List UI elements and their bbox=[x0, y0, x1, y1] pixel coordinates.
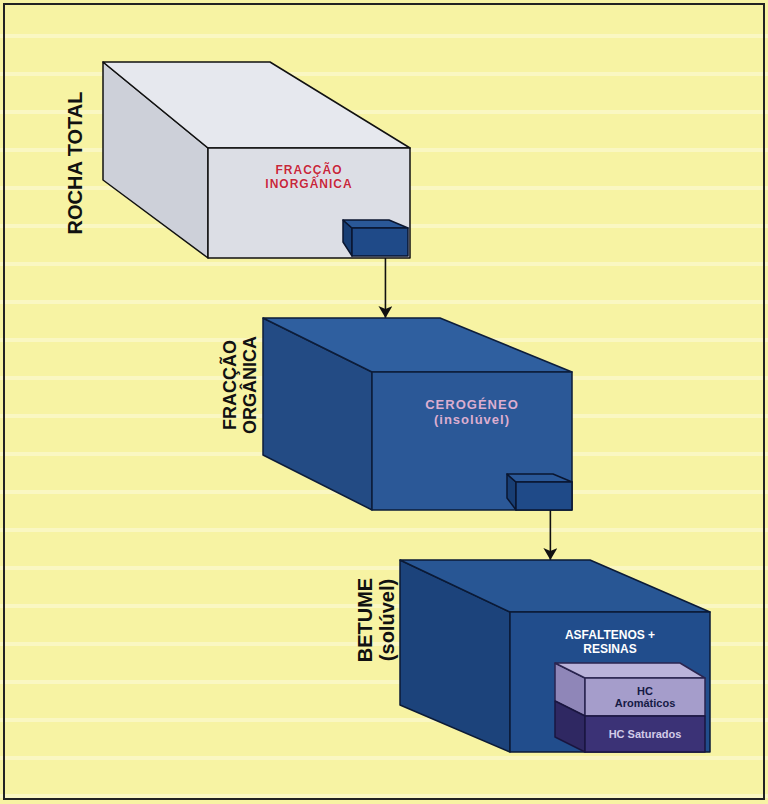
cuboid-face bbox=[516, 482, 572, 510]
cuboid-face bbox=[585, 716, 705, 752]
cuboid-face bbox=[352, 228, 408, 256]
face-label-area: FRACÇÃO INORGÂNICA bbox=[208, 150, 410, 206]
flow-arrow bbox=[385, 258, 387, 318]
flow-arrow bbox=[550, 510, 552, 560]
vertical-heading: FRACÇÃO ORGÂNICA bbox=[220, 326, 260, 444]
cuboid-face bbox=[555, 701, 585, 752]
face-label: FRACÇÃO INORGÂNICA bbox=[253, 164, 365, 192]
face-label-area: HC Saturados bbox=[585, 716, 705, 752]
face-label: ASFALTENOS + RESINAS bbox=[544, 629, 676, 657]
cuboid-block: FRACÇÃO ORGÂNICACEROGÉNEO (insolúvel) bbox=[263, 318, 572, 510]
face-label: HC Saturados bbox=[608, 728, 682, 740]
face-label: CEROGÉNEO (insolúvel) bbox=[410, 398, 534, 428]
vertical-heading: ROCHA TOTAL bbox=[64, 92, 86, 235]
cuboid-face bbox=[263, 318, 572, 372]
cuboid-block: ROCHA TOTALFRACÇÃO INORGÂNICA bbox=[103, 62, 410, 258]
face-label-area: ASFALTENOS + RESINAS bbox=[510, 624, 710, 662]
face-label-area: HC Aromáticos bbox=[585, 678, 705, 716]
inner-block: HC Aromáticos bbox=[555, 663, 705, 716]
cuboid-face bbox=[555, 663, 705, 678]
cuboid-face bbox=[585, 678, 705, 716]
cuboid-face bbox=[343, 220, 408, 228]
face-label-area: CEROGÉNEO (insolúvel) bbox=[372, 386, 572, 440]
cuboid-face bbox=[372, 372, 572, 510]
cuboid-shape bbox=[263, 318, 572, 510]
cuboid-face bbox=[507, 474, 572, 482]
cuboid-face bbox=[400, 560, 710, 612]
cuboid-face bbox=[103, 62, 410, 148]
face-label: HC Aromáticos bbox=[608, 685, 682, 709]
cuboid-shape bbox=[103, 62, 410, 258]
vertical-heading: BETUME (solúvel) bbox=[354, 568, 399, 672]
cuboid-block: BETUME (solúvel)ASFALTENOS + RESINASHC A… bbox=[400, 560, 710, 752]
cuboid-face bbox=[510, 612, 710, 752]
cuboid-face bbox=[208, 148, 410, 258]
